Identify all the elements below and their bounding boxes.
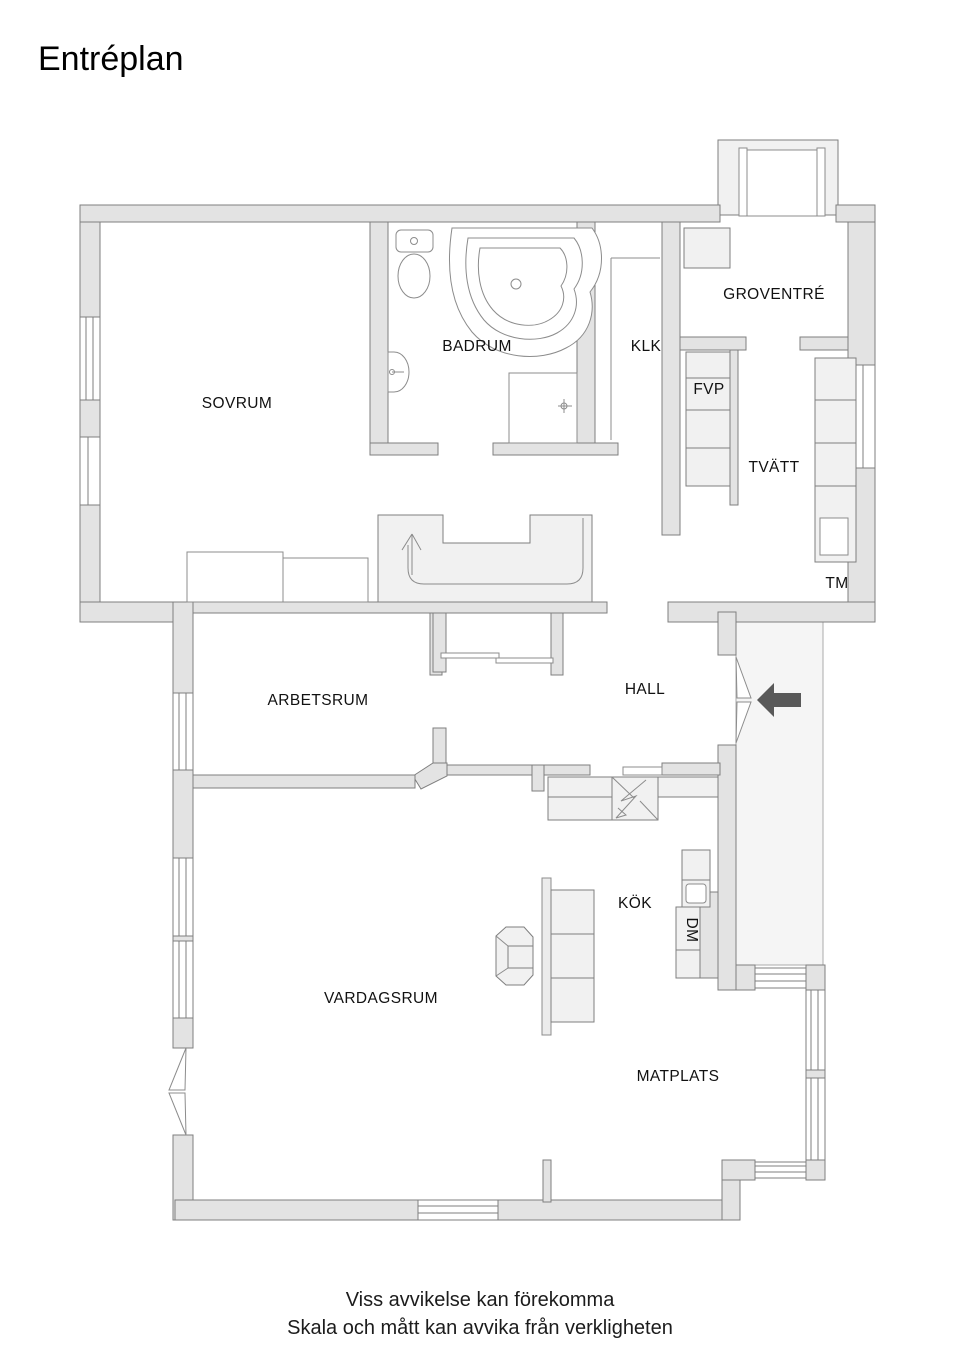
room-label-groventre: GROVENTRÉ [723, 286, 825, 303]
room-label-klk: KLK [631, 338, 662, 355]
room-label-vardagsrum: VARDAGSRUM [324, 990, 438, 1007]
room-label-tm: TM [825, 575, 848, 592]
groventre-cabinet [683, 227, 731, 269]
entry-direction-arrow [757, 683, 801, 717]
disclaimer: Viss avvikelse kan förekomma Skala och m… [0, 1286, 960, 1342]
kitchen-island [541, 877, 595, 1036]
staircase [377, 514, 593, 603]
room-label-hall: HALL [625, 681, 665, 698]
room-label-matplats: MATPLATS [637, 1068, 720, 1085]
window-vardagsrum-west-1 [172, 857, 194, 937]
fvp-cabinet [685, 351, 731, 487]
window-sovrum-west [79, 316, 101, 401]
room-label-sovrum: SOVRUM [202, 395, 272, 412]
stove-icon [611, 776, 659, 821]
hall-closet-sliding-doors [440, 652, 554, 664]
front-entry-platform [717, 139, 839, 217]
bathtub-icon [448, 227, 602, 357]
page-title: Entréplan [38, 40, 184, 78]
disclaimer-line-2: Skala och mått kan avvika från verklighe… [287, 1317, 673, 1339]
room-label-badrum: BADRUM [442, 338, 512, 355]
room-label-tvatt: TVÄTT [748, 459, 799, 476]
kitchen-counters [547, 776, 719, 979]
entry-door-swing [735, 656, 752, 744]
window-arbetsrum-west [172, 692, 194, 771]
stair-direction-arrow [401, 533, 422, 575]
exterior-walls [79, 204, 876, 1221]
window-sovrum-west-low [79, 436, 101, 506]
bathroom-sink-icon [387, 351, 410, 393]
room-label-arbetsrum: ARBETSRUM [268, 692, 369, 709]
room-label-fvp: FVP [693, 381, 724, 398]
vardagsrum-french-doors [168, 1047, 187, 1136]
room-label-dm: DM [683, 918, 700, 943]
interior-walls [192, 221, 849, 1203]
bar-chair-icon [495, 926, 534, 986]
entry-porch-strip [735, 621, 824, 966]
window-vardagsrum-west-2 [172, 940, 194, 1019]
toilet-icon [395, 229, 434, 299]
room-labels: SOVRUM BADRUM KLK GROVENTRÉ FVP TVÄTT TM… [202, 286, 848, 1085]
washing-machine-icon [819, 517, 849, 556]
room-label-kok: KÖK [618, 894, 652, 912]
disclaimer-line-1: Viss avvikelse kan förekomma [345, 1289, 615, 1311]
window-bottom-south [417, 1199, 499, 1221]
sovrum-wardrobe [186, 551, 369, 603]
window-matplats-south-east [754, 967, 807, 1179]
klk-shelf-lines [610, 257, 660, 440]
window-matplats-east [805, 989, 826, 1161]
shower-icon [508, 372, 578, 444]
